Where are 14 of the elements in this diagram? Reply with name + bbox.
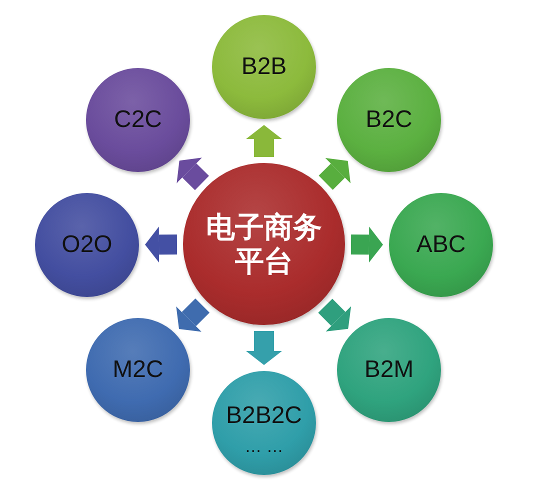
node-label: 电子商务平台 [205, 210, 323, 278]
node-label: B2C [366, 107, 412, 133]
arrow [246, 125, 282, 157]
node-label: O2O [62, 232, 112, 258]
node-label: ABC [416, 232, 466, 258]
node-label: … … [244, 437, 284, 457]
node-label: B2B [241, 54, 287, 80]
node-label: B2B2C [226, 403, 302, 429]
arrow [144, 226, 178, 263]
node-label: M2C [112, 357, 164, 383]
node-label: C2C [114, 107, 162, 133]
arrow [350, 226, 384, 263]
arrow [246, 331, 282, 365]
node-label: B2M [364, 357, 414, 383]
